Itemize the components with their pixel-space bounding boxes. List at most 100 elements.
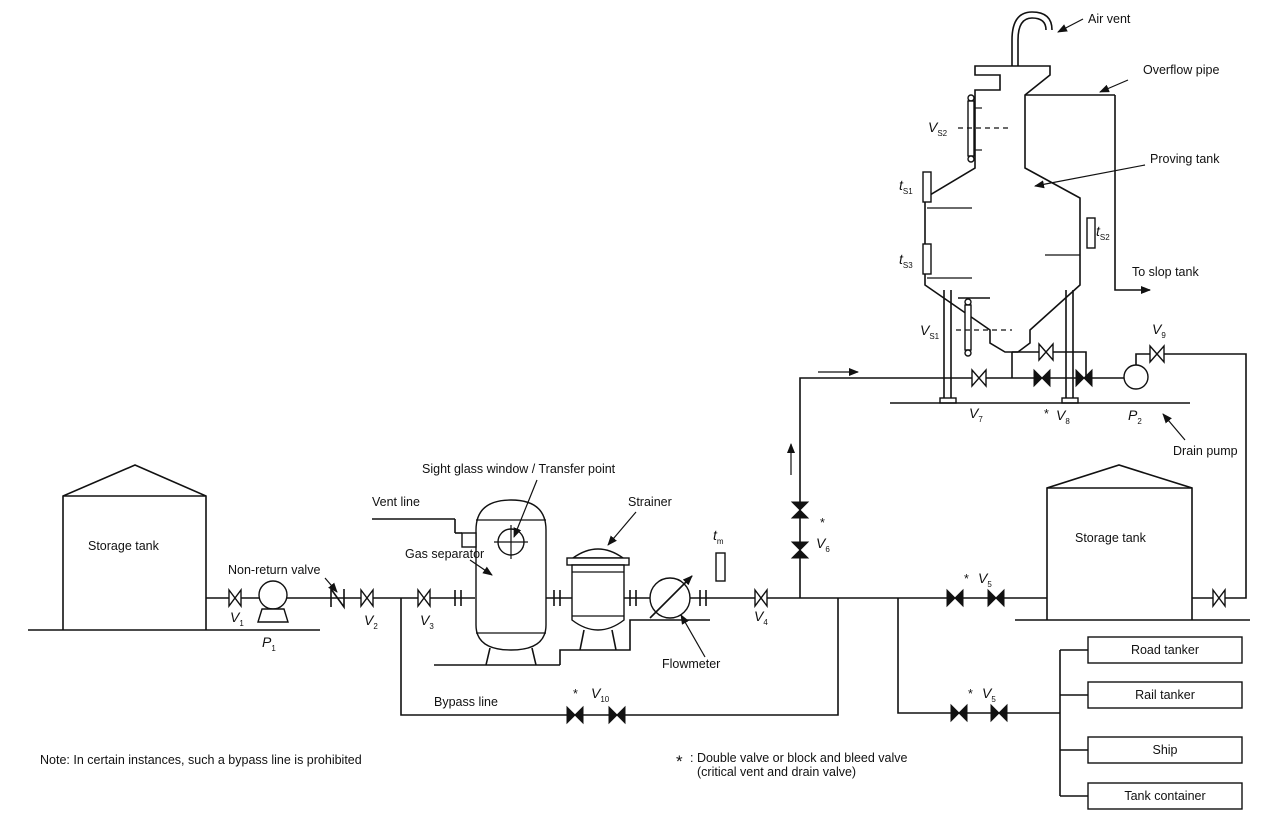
riser-to-proving-tank (799, 377, 1010, 598)
valve-v3 (417, 587, 431, 609)
valve-v2 (360, 587, 374, 609)
valve-drain-return (1212, 587, 1226, 609)
branch-to-destinations (897, 598, 1060, 714)
destination-tank-container: Tank container (1087, 782, 1243, 810)
strainer (566, 548, 630, 651)
strainer-drain-line (559, 619, 710, 665)
valve-v9 (1149, 344, 1165, 364)
flowmeter-label: Flowmeter (662, 657, 720, 671)
drain-pump-label: Drain pump (1173, 444, 1238, 458)
v2-label: V2 (364, 612, 378, 631)
vent-line (372, 518, 477, 548)
valve-v1 (228, 587, 242, 609)
drain-return-line (1162, 353, 1247, 599)
v5-upper-asterisk: * (964, 572, 969, 586)
p2-label: P2 (1128, 407, 1142, 426)
v10-asterisk: * (573, 687, 578, 701)
strainer-label: Strainer (628, 495, 672, 509)
v8-asterisk: * (1044, 407, 1049, 421)
valve-v10 (566, 705, 626, 725)
pump-p2 (1123, 353, 1150, 390)
thermometer-ts1 (922, 171, 972, 209)
valve-v4 (754, 587, 768, 609)
destinations-manifold (1059, 649, 1088, 797)
destination-ship-label: Ship (1152, 743, 1177, 757)
pump-p1 (257, 580, 289, 623)
destination-road-tanker: Road tanker (1087, 636, 1243, 664)
thermometer-ts3 (922, 243, 972, 279)
proving-tank-label: Proving tank (1150, 152, 1220, 166)
bypass-note: Note: In certain instances, such a bypas… (40, 753, 362, 767)
v5-lower-asterisk: * (968, 687, 973, 701)
ts2-label: tS2 (1096, 223, 1110, 242)
ts3-label: tS3 (899, 251, 913, 270)
gas-separator-pointer (469, 559, 493, 576)
ts1-label: tS1 (899, 177, 913, 196)
air-vent-label: Air vent (1088, 12, 1131, 26)
tank-support-legs (939, 290, 1079, 404)
storage-tank-left-label: Storage tank (88, 539, 160, 553)
v3-label: V3 (420, 612, 434, 631)
legend-line-1: : Double valve or block and bleed valve (690, 751, 908, 765)
overflow-pipe (1114, 95, 1151, 294)
destination-tank-container-label: Tank container (1124, 789, 1205, 803)
overflow-pipe-label: Overflow pipe (1143, 63, 1219, 77)
flowmeter-pointer (680, 614, 706, 658)
valve-v5-upper (946, 588, 1005, 608)
vs2-label: VS2 (928, 119, 948, 138)
overflow-pipe-pointer (1099, 79, 1129, 93)
flange-1 (454, 590, 462, 606)
destination-rail-tanker: Rail tanker (1087, 681, 1243, 709)
flange-2 (553, 590, 561, 606)
valve-v8 (1033, 368, 1093, 388)
p1-label: P1 (262, 634, 276, 653)
valve-upper-drain (1038, 342, 1054, 362)
v4-label: V4 (754, 608, 768, 627)
v1-label: V1 (230, 609, 244, 628)
sight-glass-vs1 (956, 297, 1012, 357)
storage-tank-right-label: Storage tank (1075, 531, 1147, 545)
v9-label: V9 (1152, 321, 1166, 340)
v8-label: V8 (1056, 407, 1070, 426)
valve-v7 (971, 368, 987, 388)
air-vent-pointer (1057, 18, 1084, 33)
storage-tank-right: Storage tank (1015, 464, 1250, 621)
proving-tank-pointer (1034, 164, 1146, 189)
drain-pump-pointer (1162, 413, 1186, 441)
flange-3 (629, 590, 637, 606)
valve-v5-lower (950, 703, 1008, 723)
sight-glass-vs2 (958, 94, 1012, 163)
storage-tank-left: Storage tank (28, 464, 320, 631)
v10-label: V10 (591, 685, 610, 704)
non-return-valve-pointer (324, 577, 338, 593)
tank-bottom-line (1012, 351, 1087, 378)
non-return-valve-label: Non-return valve (228, 563, 320, 577)
gas-separator (475, 499, 547, 666)
flowmeter (649, 575, 693, 619)
destination-road-tanker-label: Road tanker (1131, 643, 1199, 657)
valve-v6 (790, 501, 810, 559)
sight-glass-label: Sight glass window / Transfer point (422, 462, 616, 476)
to-slop-tank-label: To slop tank (1132, 265, 1199, 279)
v7-label: V7 (969, 405, 983, 424)
v5-lower-label: V5 (982, 685, 996, 704)
thermometer-tm (715, 552, 726, 582)
v6-asterisk: * (820, 516, 825, 530)
v5-upper-label: V5 (978, 570, 992, 589)
legend-line-2: (critical vent and drain valve) (697, 765, 856, 779)
proving-tank (924, 11, 1115, 378)
legend-star: * (676, 752, 683, 771)
v6-label: V6 (816, 535, 830, 554)
gas-separator-label: Gas separator (405, 547, 484, 561)
vs1-label: VS1 (920, 322, 940, 341)
destination-ship: Ship (1087, 736, 1243, 764)
vent-line-label: Vent line (372, 495, 420, 509)
thermometer-ts2 (1045, 217, 1096, 256)
strainer-pointer (607, 511, 637, 546)
tm-label: tm (713, 527, 724, 546)
bypass-line-label: Bypass line (434, 695, 498, 709)
sight-glass-pointer (513, 479, 538, 538)
flange-4 (699, 590, 707, 606)
destination-rail-tanker-label: Rail tanker (1135, 688, 1195, 702)
